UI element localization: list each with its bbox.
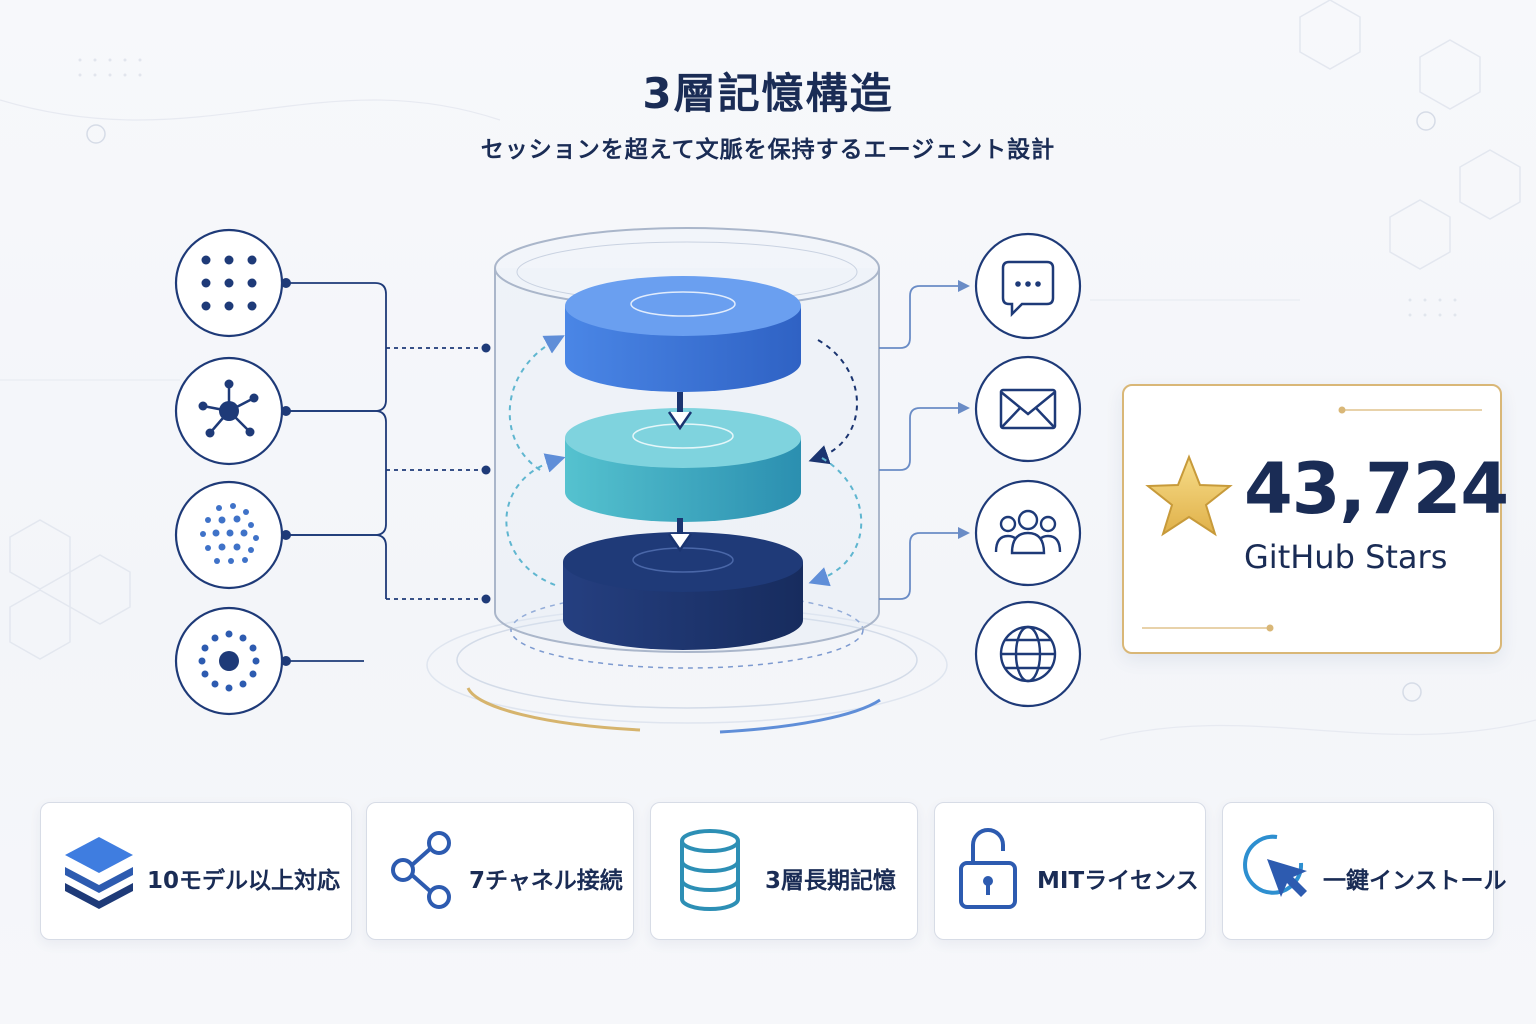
dot-cluster-icon bbox=[200, 503, 259, 564]
github-stars-card: 43,724 GitHub Stars bbox=[1122, 384, 1509, 654]
source-radial bbox=[174, 606, 284, 716]
layer-down-arrows bbox=[667, 392, 693, 553]
feature-card-channels: 7チャネル接続 bbox=[366, 802, 634, 940]
github-stars-count: 43,724 bbox=[1244, 448, 1509, 530]
feature-card-models: 10モデル以上対応 bbox=[40, 802, 352, 940]
source-dot-grid bbox=[174, 228, 284, 338]
globe-icon bbox=[999, 625, 1057, 683]
network-node-icon bbox=[198, 379, 259, 438]
feature-card-install: 一鍵インストール bbox=[1222, 802, 1507, 940]
channel-globe bbox=[974, 600, 1082, 708]
feature-label-models: 10モデル以上対応 bbox=[147, 868, 341, 894]
feature-label-memory: 3層長期記憶 bbox=[765, 868, 897, 894]
page-title: 3層記憶構造 bbox=[642, 69, 894, 118]
left-dashed-links bbox=[386, 347, 484, 600]
page-subtitle: セッションを超えて文脈を保持するエージェント設計 bbox=[480, 137, 1056, 163]
channel-users bbox=[974, 479, 1082, 587]
github-stars-label: GitHub Stars bbox=[1244, 538, 1448, 576]
memory-layer-middle bbox=[565, 408, 801, 522]
channel-chat bbox=[974, 232, 1082, 340]
chat-bubble-icon bbox=[1001, 260, 1055, 318]
right-connectors bbox=[879, 285, 960, 600]
feature-card-memory: 3層長期記憶 bbox=[650, 802, 918, 940]
memory-flow-arrows bbox=[505, 335, 863, 587]
feature-label-install: 一鍵インストール bbox=[1323, 868, 1507, 894]
feature-label-license: MITライセンス bbox=[1037, 868, 1199, 894]
memory-layer-bottom bbox=[563, 532, 803, 650]
card-decoration bbox=[1142, 406, 1482, 632]
dot-grid-icon bbox=[201, 255, 257, 311]
share-icon bbox=[391, 831, 451, 909]
feature-label-channels: 7チャネル接続 bbox=[469, 868, 623, 894]
feature-card-license: MITライセンス bbox=[934, 802, 1206, 940]
users-icon bbox=[994, 509, 1062, 555]
layers-icon bbox=[65, 837, 133, 909]
source-dot-cluster bbox=[174, 480, 284, 590]
radial-dots-icon bbox=[198, 630, 260, 692]
unlock-icon bbox=[959, 828, 1017, 909]
database-icon bbox=[680, 829, 740, 911]
left-connectors bbox=[286, 282, 387, 662]
memory-layer-top bbox=[565, 276, 801, 392]
source-network bbox=[174, 356, 284, 466]
channel-mail bbox=[974, 355, 1082, 463]
cursor-click-icon bbox=[1243, 834, 1307, 897]
mail-icon bbox=[999, 388, 1057, 430]
star-icon bbox=[1145, 454, 1233, 537]
